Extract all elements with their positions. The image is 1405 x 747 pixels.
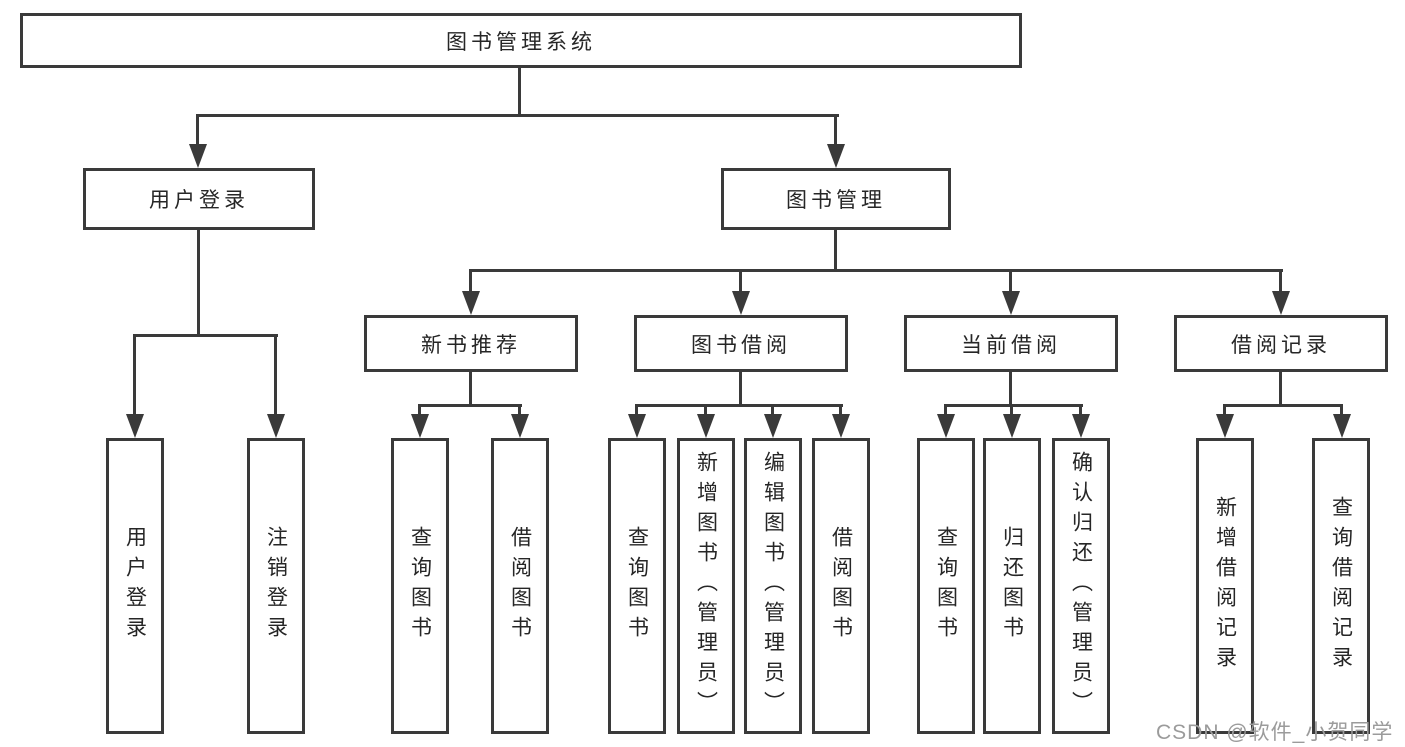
arrowhead-book-borrow-icon <box>732 291 750 315</box>
leaf-query-borrow-record: 查询借阅记录 <box>1312 438 1370 734</box>
arrowhead-leaf-query-book-new-icon <box>411 414 429 438</box>
arrowhead-leaf-borrow-book-b-icon <box>832 414 850 438</box>
leaf-query-book-new: 查询图书 <box>391 438 449 734</box>
arrowhead-leaf-query-record-icon <box>1333 414 1351 438</box>
node-borrow-record: 借阅记录 <box>1174 315 1388 372</box>
leaf-user-login-label: 用户登录 <box>123 526 147 646</box>
arrowhead-leaf-user-login-icon <box>126 414 144 438</box>
leaf-logout: 注销登录 <box>247 438 305 734</box>
connector-to-leaf-logout <box>274 334 277 416</box>
node-current-borrow-label: 当前借阅 <box>961 333 1061 357</box>
connector-to-leaf-edit-book <box>771 404 774 418</box>
node-book-mgmt: 图书管理 <box>721 168 951 230</box>
leaf-edit-book-label: 编辑图书（管理员） <box>761 451 785 721</box>
leaf-borrow-book: 借阅图书 <box>812 438 870 734</box>
leaf-borrow-book-new: 借阅图书 <box>491 438 549 734</box>
connector-to-leaf-borrow-book-new <box>518 404 521 418</box>
connector-to-book-borrow <box>739 269 742 294</box>
connector-borrow-record-branch <box>1223 404 1343 407</box>
connector-to-leaf-add-record <box>1223 404 1226 418</box>
connector-book-borrow-stem <box>739 372 742 407</box>
leaf-borrow-book-new-label: 借阅图书 <box>508 526 532 646</box>
arrowhead-new-book-rec-icon <box>462 291 480 315</box>
connector-to-leaf-add-book <box>704 404 707 418</box>
connector-root-branch <box>197 114 839 117</box>
connector-user-login-stem <box>197 230 200 336</box>
arrowhead-borrow-record-icon <box>1272 291 1290 315</box>
arrowhead-leaf-query-book-b-icon <box>628 414 646 438</box>
leaf-add-borrow-record-label: 新增借阅记录 <box>1213 496 1237 676</box>
node-user-login: 用户登录 <box>83 168 315 230</box>
arrowhead-leaf-add-book-icon <box>697 414 715 438</box>
connector-to-leaf-query-book-c <box>944 404 947 418</box>
arrowhead-leaf-logout-icon <box>267 414 285 438</box>
arrowhead-book-mgmt-icon <box>827 144 845 168</box>
leaf-query-book-borrow-label: 查询图书 <box>625 526 649 646</box>
connector-to-book-mgmt <box>834 114 837 146</box>
connector-to-borrow-record <box>1279 269 1282 294</box>
connector-root-stem <box>518 67 521 115</box>
leaf-query-book-new-label: 查询图书 <box>408 526 432 646</box>
leaf-borrow-book-label: 借阅图书 <box>829 526 853 646</box>
arrowhead-leaf-edit-book-icon <box>764 414 782 438</box>
connector-book-borrow-branch <box>635 404 843 407</box>
connector-new-book-rec-stem <box>469 372 472 407</box>
leaf-edit-book: 编辑图书（管理员） <box>744 438 802 734</box>
leaf-query-book-current-label: 查询图书 <box>934 526 958 646</box>
arrowhead-leaf-return-book-icon <box>1003 414 1021 438</box>
connector-to-leaf-return-book <box>1010 404 1013 418</box>
connector-to-leaf-query-book-b <box>635 404 638 418</box>
leaf-return-book: 归还图书 <box>983 438 1041 734</box>
connector-to-leaf-borrow-book-b <box>839 404 842 418</box>
leaf-add-book: 新增图书（管理员） <box>677 438 735 734</box>
node-root-label: 图书管理系统 <box>446 30 596 54</box>
csdn-watermark: CSDN @软件_小贺同学 <box>1156 721 1394 744</box>
connector-borrow-record-stem <box>1279 372 1282 407</box>
connector-to-leaf-query-book-new <box>418 404 421 418</box>
connector-to-new-book-rec <box>469 269 472 294</box>
node-user-login-label: 用户登录 <box>149 189 249 212</box>
leaf-query-borrow-record-label: 查询借阅记录 <box>1329 496 1353 676</box>
node-borrow-record-label: 借阅记录 <box>1231 333 1331 357</box>
leaf-add-borrow-record: 新增借阅记录 <box>1196 438 1254 734</box>
leaf-query-book-current: 查询图书 <box>917 438 975 734</box>
leaf-query-book-borrow: 查询图书 <box>608 438 666 734</box>
connector-current-borrow-branch <box>944 404 1083 407</box>
connector-to-leaf-user-login <box>133 334 136 416</box>
connector-to-user-login <box>196 114 199 146</box>
leaf-add-book-label: 新增图书（管理员） <box>694 451 718 721</box>
node-new-book-rec: 新书推荐 <box>364 315 578 372</box>
node-book-borrow: 图书借阅 <box>634 315 848 372</box>
arrowhead-user-login-icon <box>189 144 207 168</box>
connector-book-mgmt-stem <box>834 230 837 272</box>
leaf-return-book-label: 归还图书 <box>1000 526 1024 646</box>
arrowhead-leaf-query-book-c-icon <box>937 414 955 438</box>
node-book-mgmt-label: 图书管理 <box>786 189 886 212</box>
leaf-user-login: 用户登录 <box>106 438 164 734</box>
node-current-borrow: 当前借阅 <box>904 315 1118 372</box>
connector-to-leaf-confirm-return <box>1079 404 1082 418</box>
node-book-borrow-label: 图书借阅 <box>691 333 791 357</box>
arrowhead-current-borrow-icon <box>1002 291 1020 315</box>
node-root: 图书管理系统 <box>20 13 1022 68</box>
connector-book-mgmt-branch <box>469 269 1283 272</box>
leaf-logout-label: 注销登录 <box>264 526 288 646</box>
node-new-book-rec-label: 新书推荐 <box>421 333 521 357</box>
arrowhead-leaf-add-record-icon <box>1216 414 1234 438</box>
arrowhead-leaf-confirm-return-icon <box>1072 414 1090 438</box>
connector-current-borrow-stem <box>1009 372 1012 407</box>
connector-to-leaf-query-record <box>1340 404 1343 418</box>
connector-new-book-rec-branch <box>418 404 522 407</box>
leaf-confirm-return: 确认归还（管理员） <box>1052 438 1110 734</box>
connector-to-current-borrow <box>1009 269 1012 294</box>
arrowhead-leaf-borrow-book-new-icon <box>511 414 529 438</box>
leaf-confirm-return-label: 确认归还（管理员） <box>1069 451 1093 721</box>
connector-user-login-branch <box>133 334 278 337</box>
